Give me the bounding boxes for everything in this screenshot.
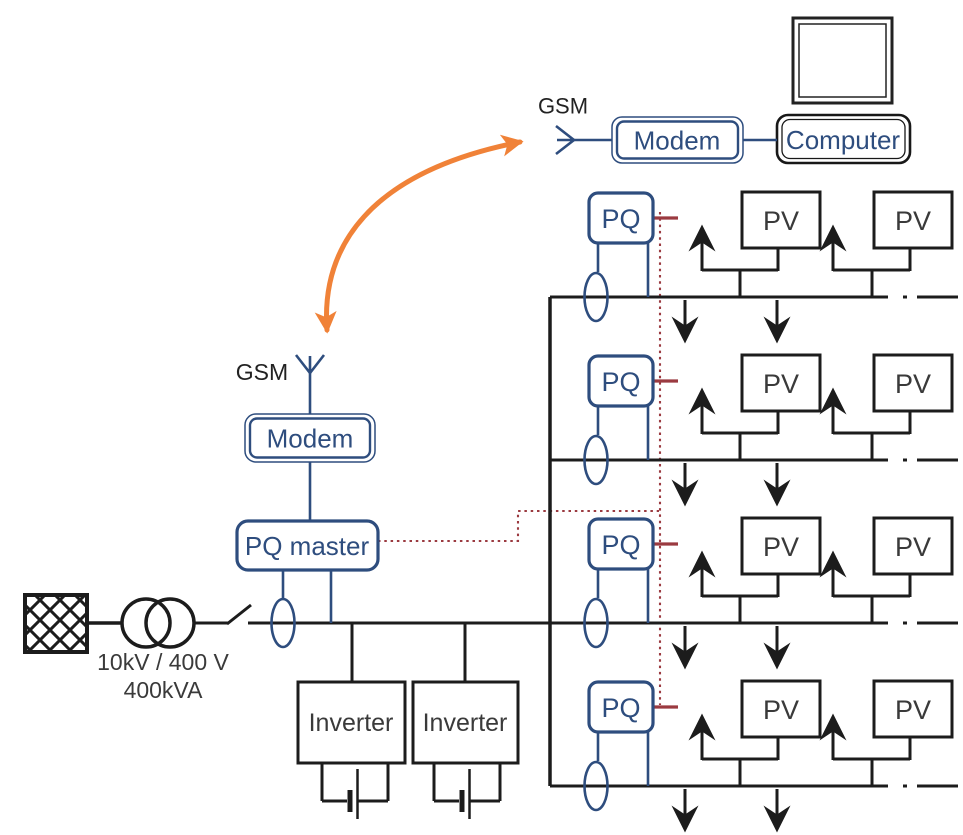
inverter-label: Inverter xyxy=(423,709,508,737)
gsm-label: GSM xyxy=(538,94,588,119)
gsm-antenna-icon xyxy=(555,124,577,156)
modem-box-inner xyxy=(248,417,372,459)
pq-master-label: PQ master xyxy=(245,531,370,561)
transformer-rating-line1: 10kV / 400 V xyxy=(97,649,229,675)
pv-label: PV xyxy=(895,695,931,725)
inverter-box xyxy=(411,680,520,765)
pq-master-station: GSM Modem PQ master xyxy=(235,354,380,649)
gsm-label: GSM xyxy=(236,359,288,385)
remote-computer-station: Computer Modem GSM xyxy=(538,16,912,165)
pq-label: PQ xyxy=(601,367,640,397)
pq-label: PQ xyxy=(601,204,640,234)
battery-icon xyxy=(322,763,388,819)
pv-label: PV xyxy=(763,369,799,399)
pq-label: PQ xyxy=(601,693,640,723)
pv-label: PV xyxy=(763,695,799,725)
grid-infeed: 10kV / 400 V 400kVA xyxy=(23,593,550,703)
pv-label: PV xyxy=(895,532,931,562)
modem-label: Modem xyxy=(634,126,721,156)
computer-label: Computer xyxy=(786,125,900,155)
transformer-rating-line2: 400kVA xyxy=(124,677,204,703)
pv-label: PV xyxy=(895,369,931,399)
master-comms-dotted-line xyxy=(378,509,659,543)
modem-box-inner xyxy=(615,120,740,160)
feeder-row-3: PQ PV PV xyxy=(550,518,958,665)
computer-box-inner xyxy=(781,118,906,160)
pq-master-box xyxy=(235,519,380,572)
inverter-box xyxy=(296,680,407,765)
switch-blade xyxy=(226,603,252,626)
feeder-row-4: PQ PV PV xyxy=(550,681,958,828)
storage-inverters: Inverter Inverter xyxy=(296,623,520,819)
pv-label: PV xyxy=(895,206,931,236)
gsm-wireless-link-arrow xyxy=(314,134,524,334)
monitor-screen xyxy=(798,23,887,98)
ct-sensor-icon xyxy=(270,597,296,649)
feeder-row-2: PQ PV PV xyxy=(550,355,958,502)
battery-icon xyxy=(434,763,500,819)
monitor-icon xyxy=(791,16,894,105)
feeder-row-1: PQ PV PV xyxy=(550,192,958,339)
transformer-symbol xyxy=(120,597,172,649)
inverter-label: Inverter xyxy=(309,709,394,737)
gsm-antenna-icon xyxy=(294,354,326,376)
pv-label: PV xyxy=(763,206,799,236)
utility-grid-symbol xyxy=(23,593,89,654)
pv-label: PV xyxy=(763,532,799,562)
modem-label: Modem xyxy=(267,424,354,454)
pq-label: PQ xyxy=(601,530,640,560)
